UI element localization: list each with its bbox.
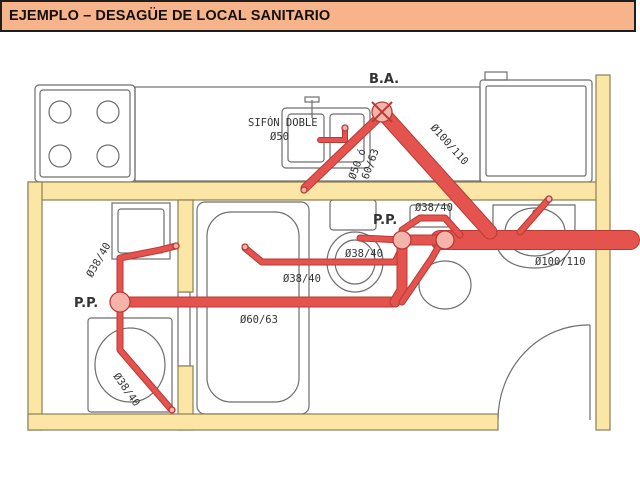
fittings (109, 101, 553, 414)
label-d38-40-bath: Ø38/40 (283, 273, 321, 285)
wall-vertical-right (595, 74, 611, 431)
pipe-end-utility (172, 242, 180, 250)
pp-left-fitting (109, 291, 131, 313)
collector-fitting (435, 230, 455, 250)
wall-vertical-center (177, 199, 194, 293)
label-ba: B.A. (369, 72, 399, 87)
wall-horizontal-bottom (27, 413, 499, 431)
pipe-end-bathtub (241, 243, 249, 251)
label-d50-sifon: Ø50 (270, 131, 289, 143)
label-d60-63-main: Ø60/63 (240, 314, 278, 326)
wall-horizontal-upper (27, 181, 611, 201)
label-sifon-doble: SIFÓN DOBLE (248, 116, 318, 129)
wall-vertical-left (27, 181, 43, 431)
appliance-box (479, 71, 593, 183)
label-d100-110-right: Ø100/110 (535, 256, 586, 268)
label-pp-left: P.P. (74, 296, 98, 311)
pipes (114, 104, 640, 412)
cooktop (34, 84, 136, 183)
pipe-end-kitchen (300, 186, 308, 194)
washing-machine (87, 317, 173, 413)
label-d38-40-bottom: Ø38/40 (111, 371, 143, 409)
label-d38-40-right: Ø38/40 (415, 202, 453, 214)
pp-center-fitting (392, 230, 412, 250)
walls (27, 74, 611, 431)
pipe-end-washbasin (545, 195, 553, 203)
label-d38-40-sink: Ø38/40 (345, 248, 383, 260)
door-swing (497, 324, 591, 421)
label-d38-40-left-up: Ø38/40 (84, 241, 113, 280)
title-bar: EJEMPLO – DESAGÜE DE LOCAL SANITARIO (0, 0, 636, 32)
pipe-end-sifon (341, 124, 349, 132)
label-pp-center: P.P. (373, 213, 397, 228)
page-title: EJEMPLO – DESAGÜE DE LOCAL SANITARIO (9, 8, 331, 24)
bathtub (196, 201, 310, 415)
bidet (409, 204, 472, 310)
pipe-end-washer (168, 406, 176, 414)
